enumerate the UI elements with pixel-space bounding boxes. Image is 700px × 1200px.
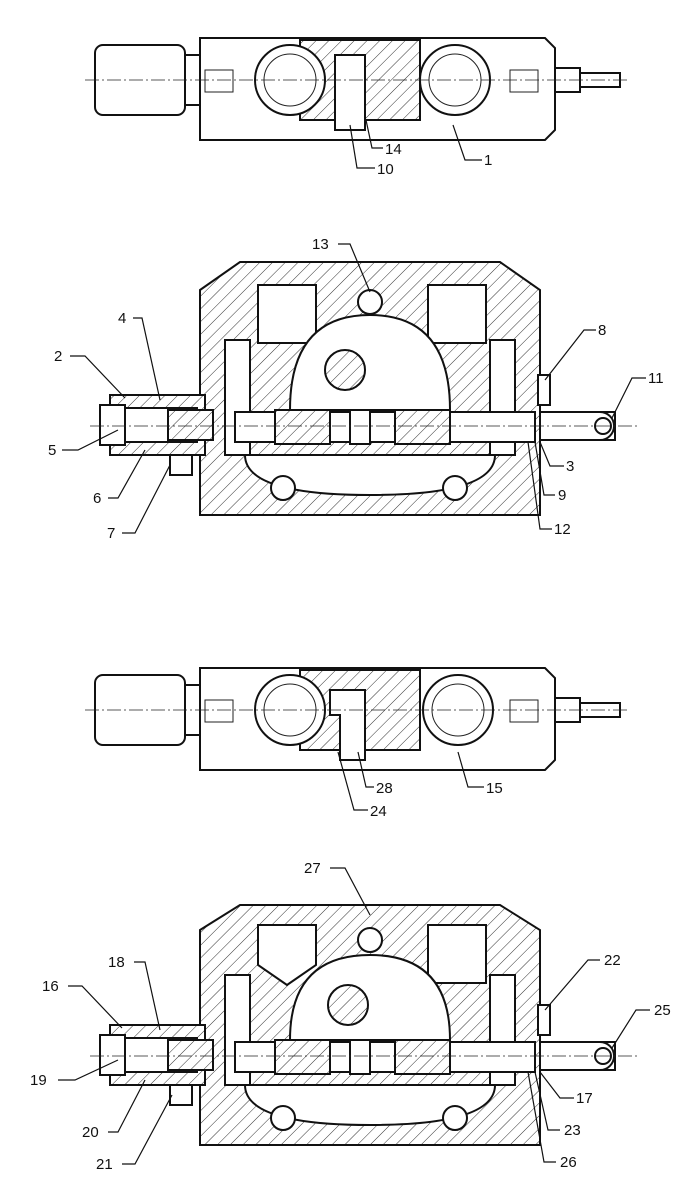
wiper-bracket-2	[537, 1004, 551, 1036]
leader-1	[452, 124, 482, 161]
leader-21	[122, 1094, 173, 1165]
leader-24	[337, 751, 368, 811]
spool-land-3	[274, 1039, 331, 1075]
label-7: 7	[107, 525, 115, 542]
leader-11	[611, 377, 646, 419]
leader-28	[357, 751, 374, 788]
slot-left-2	[204, 699, 234, 723]
slot-right-2	[509, 699, 539, 723]
spool-detent-2	[349, 1039, 371, 1075]
label-5: 5	[48, 442, 56, 459]
port-cavity-right-2	[427, 924, 487, 984]
leader-20	[108, 1079, 146, 1133]
leader-15	[457, 751, 484, 788]
wiper-bracket	[537, 374, 551, 406]
label-21: 21	[96, 1156, 113, 1173]
tank-gallery-2	[243, 1084, 497, 1127]
mount-hole-left	[270, 475, 296, 501]
mount-hole-right	[442, 475, 468, 501]
leader-12	[527, 441, 552, 530]
leader-25	[611, 1009, 650, 1049]
label-2: 2	[54, 348, 62, 365]
tank-gallery	[243, 454, 497, 497]
spool-land-1	[274, 409, 331, 445]
label-27: 27	[304, 860, 321, 877]
top-view-1	[85, 37, 630, 141]
leader-13	[338, 243, 371, 293]
slot-left	[204, 69, 234, 93]
spool-detent	[349, 409, 371, 445]
mount-hole-left-2	[270, 1105, 296, 1131]
leader-6	[108, 449, 146, 499]
label-13: 13	[312, 236, 329, 253]
check-ball	[324, 349, 366, 391]
label-8: 8	[598, 322, 606, 339]
spool-land-4	[394, 1039, 451, 1075]
leader-8	[544, 329, 596, 381]
label-1: 1	[484, 152, 492, 169]
top-view-2	[85, 667, 630, 771]
leader-17	[539, 1071, 574, 1099]
label-23: 23	[564, 1122, 581, 1139]
mount-hole-right-2	[442, 1105, 468, 1131]
label-28: 28	[376, 780, 393, 797]
leader-5	[62, 429, 119, 451]
slot-right	[509, 69, 539, 93]
leader-10	[349, 124, 375, 169]
label-6: 6	[93, 490, 101, 507]
leader-3	[539, 441, 564, 467]
check-valve-poppet	[334, 54, 366, 131]
leader-22	[544, 959, 600, 1011]
cap-end-2	[99, 1034, 126, 1076]
leader-23	[534, 1071, 560, 1131]
label-12: 12	[554, 521, 571, 538]
mount-hole-top	[357, 289, 383, 315]
check-ball-2	[327, 984, 369, 1026]
label-3: 3	[566, 458, 574, 475]
cap-screw-2	[169, 1084, 193, 1106]
part-labels: 1 2 3 4 5 6 7 8 9 10 11 12 13 14 15 16 1…	[30, 141, 671, 1173]
label-18: 18	[108, 954, 125, 971]
internal-channel	[288, 313, 452, 411]
section-view-2	[90, 904, 640, 1146]
port-cavity-right	[427, 284, 487, 344]
label-9: 9	[558, 487, 566, 504]
leader-4	[133, 317, 161, 401]
port-cavity-left-2	[257, 924, 317, 987]
label-24: 24	[370, 803, 387, 820]
spool-land-2	[394, 409, 451, 445]
label-10: 10	[377, 161, 394, 178]
spring-guide-2	[167, 1039, 214, 1071]
label-25: 25	[654, 1002, 671, 1019]
mount-hole-top-2	[357, 927, 383, 953]
label-15: 15	[486, 780, 503, 797]
leader-7	[122, 464, 171, 534]
port-cavity-left	[257, 284, 317, 344]
leader-2	[70, 355, 126, 399]
internal-channel-2	[288, 953, 452, 1041]
cap-screw	[169, 454, 193, 476]
section-view-1	[90, 261, 640, 516]
label-19: 19	[30, 1072, 47, 1089]
leader-19	[58, 1059, 119, 1081]
label-26: 26	[560, 1154, 577, 1171]
spring-guide	[167, 409, 214, 441]
label-16: 16	[42, 978, 59, 995]
label-20: 20	[82, 1124, 99, 1141]
leader-9	[534, 441, 555, 496]
leader-27	[330, 867, 371, 916]
label-14: 14	[385, 141, 402, 158]
leader-16	[68, 985, 123, 1029]
leader-26	[527, 1071, 556, 1163]
label-22: 22	[604, 952, 621, 969]
leader-lines	[58, 119, 650, 1165]
leader-14	[365, 119, 383, 149]
label-17: 17	[576, 1090, 593, 1107]
leader-18	[134, 961, 161, 1031]
label-4: 4	[118, 310, 126, 327]
cap-end	[99, 404, 126, 446]
label-11: 11	[648, 370, 664, 387]
